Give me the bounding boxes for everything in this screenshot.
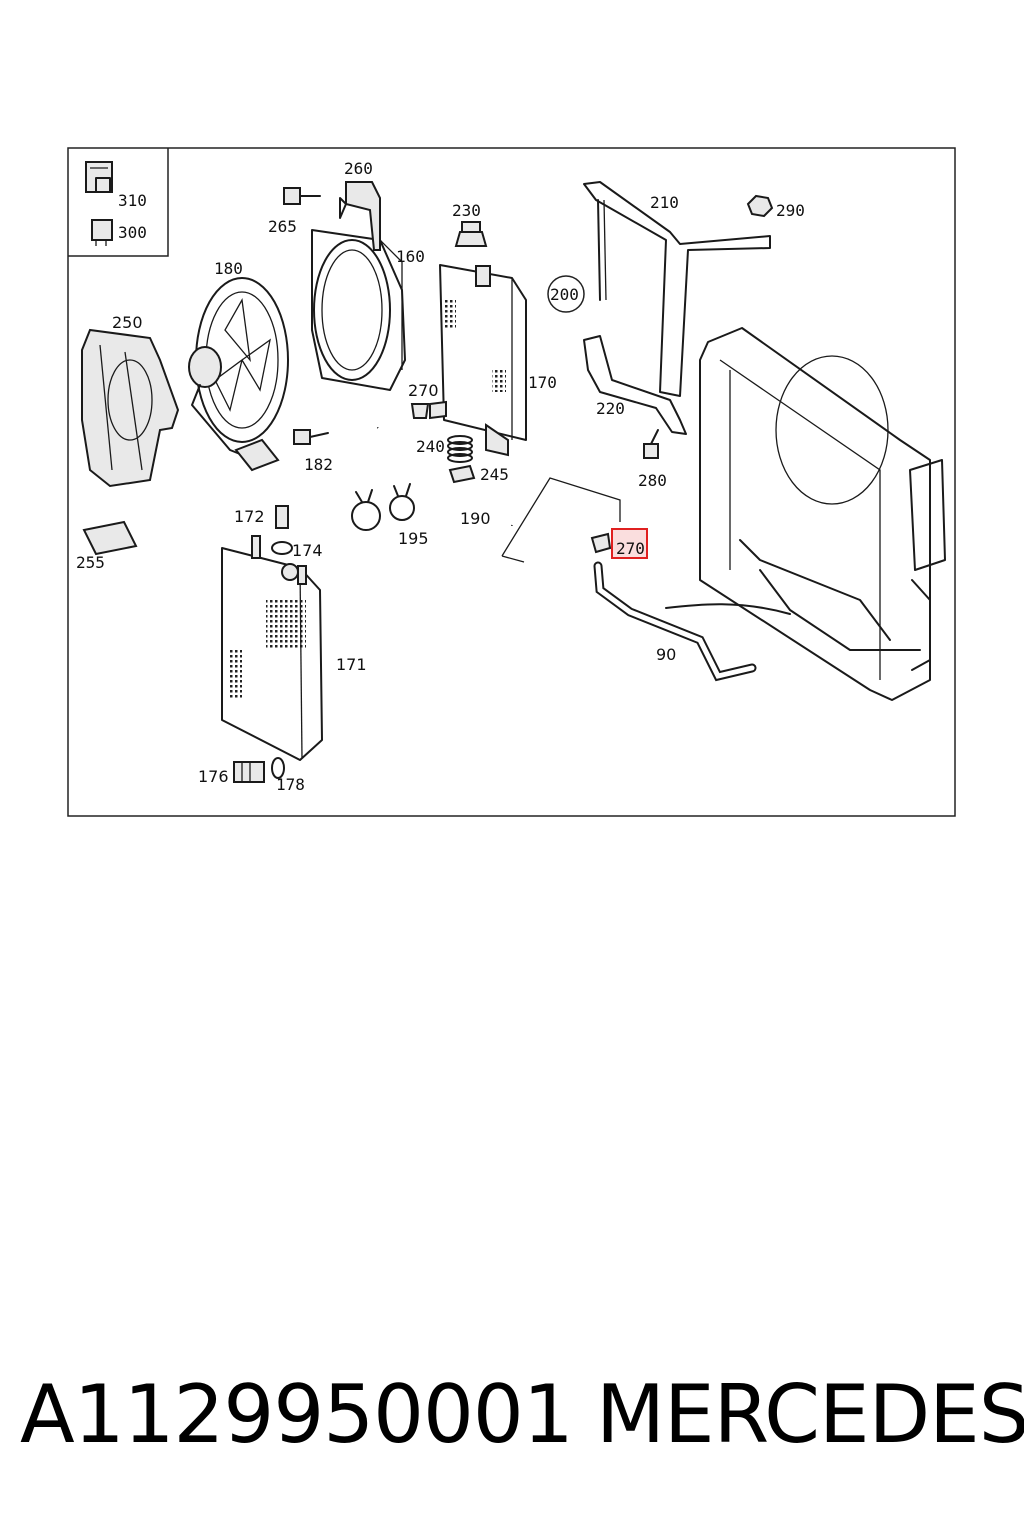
callout-245: 245 [480,465,509,484]
callout-310: 310 [118,191,147,210]
callout-172: 172 [234,507,265,526]
callout-171: 171 [336,655,367,674]
clip-270-upper-part[interactable] [410,400,447,420]
relay-inset-box [68,148,169,257]
bolt-265-part[interactable] [283,187,321,205]
nut-290-part[interactable] [746,194,774,218]
callout-90: 90 [656,645,676,664]
callout-270-upper: 270 [408,381,439,400]
fitting-176-part[interactable] [233,761,265,783]
bracket-210-part[interactable] [583,181,771,397]
callout-176: 176 [198,767,229,786]
radiator-170-part[interactable] [439,264,527,457]
relay-310-part[interactable] [85,161,113,193]
hose-90-part[interactable] [593,561,791,682]
brand-name: MERCEDES [596,1368,1024,1461]
callout-220: 220 [596,399,625,418]
footer: A1129950001 MERCEDES [0,1368,1024,1478]
callout-230: 230 [452,201,481,220]
sensor-172-part[interactable] [275,505,289,529]
clamps-195-part[interactable] [351,483,415,531]
fan-frame-160-part[interactable] [311,229,406,391]
callout-195: 195 [398,529,429,548]
washer-174-part[interactable] [271,541,293,555]
label-disc-200 [547,275,585,313]
callout-178: 178 [276,775,305,794]
clip-270-highlighted-part[interactable] [590,528,648,559]
callout-250: 250 [112,313,143,332]
diagram-frame [67,147,956,817]
callout-160: 160 [396,247,425,266]
callout-190: 190 [460,509,491,528]
hose-reference-box [501,477,621,563]
cap-230-part[interactable] [454,221,488,247]
bolt-182-part[interactable] [293,429,329,445]
callout-200: 200 [550,285,579,304]
washer-178-part[interactable] [271,757,285,779]
bolt-280-part[interactable] [643,429,659,459]
callout-280: 280 [638,471,667,490]
callout-174: 174 [292,541,323,560]
part-number: A1129950001 [20,1368,574,1461]
bracket-220-part[interactable] [583,335,687,435]
relay-300-part[interactable] [91,219,113,246]
hose-190-part[interactable] [376,426,515,526]
callout-270-highlighted: 270 [616,539,645,558]
callout-260: 260 [344,159,373,178]
callout-182: 182 [304,455,333,474]
main-radiator-assembly-part[interactable] [699,327,946,701]
bracket-260-part[interactable] [339,181,381,251]
fan-shroud-250-part[interactable] [81,328,180,488]
callout-290: 290 [776,201,805,220]
callout-180: 180 [214,259,243,278]
spring-240-part[interactable] [447,435,473,463]
highlight-box [611,528,648,559]
pad-255-part[interactable] [82,520,138,556]
fan-180-part[interactable] [188,277,289,472]
callout-300: 300 [118,223,147,242]
callout-255: 255 [76,553,105,572]
clip-245-part[interactable] [448,464,476,484]
callout-210: 210 [650,193,679,212]
radiator-171-part[interactable] [221,535,323,761]
callout-240: 240 [416,437,445,456]
callout-170: 170 [528,373,557,392]
callout-265: 265 [268,217,297,236]
